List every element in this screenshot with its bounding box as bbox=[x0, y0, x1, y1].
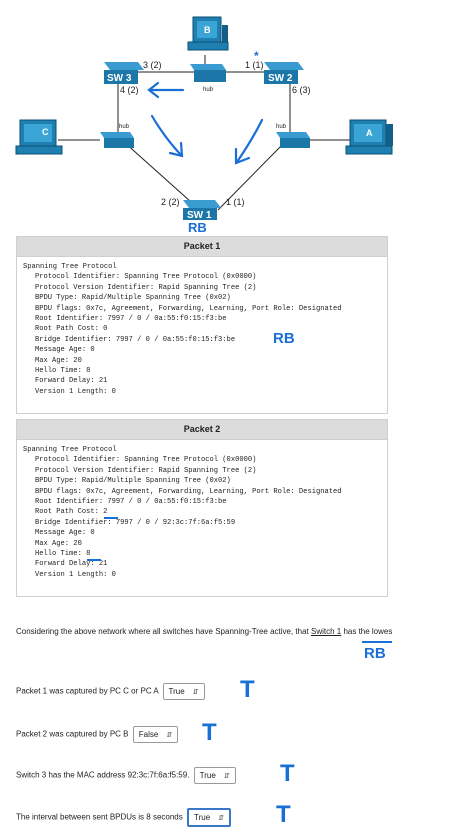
sw3-port-bottom: 4 (2) bbox=[120, 85, 139, 95]
packet-2-title: Packet 2 bbox=[17, 420, 387, 440]
answer-1-value: True bbox=[168, 687, 185, 696]
mark-4: T bbox=[276, 801, 291, 828]
hub-right-icon bbox=[276, 132, 310, 148]
p1-line: Root Identifier: 7997 / 0 / 0a:55:f0:15:… bbox=[35, 315, 227, 324]
p2-line: BPDU flags: 0x7c, Agreement, Forwarding,… bbox=[35, 487, 342, 496]
switch-3-icon: SW 3 bbox=[104, 62, 144, 84]
answer-3-value: True bbox=[199, 771, 216, 780]
p1-line: BPDU flags: 0x7c, Agreement, Forwarding,… bbox=[35, 304, 342, 313]
switch-1-label: SW 1 bbox=[187, 210, 212, 221]
pc-b-icon: B bbox=[187, 16, 229, 51]
question-item-2: Packet 2 was captured by PC B False ⇵ bbox=[16, 726, 179, 743]
p1-line: Forward Delay: 21 bbox=[35, 377, 108, 386]
intro-switch-1: Switch 1 bbox=[310, 627, 342, 636]
switch-2-label: SW 2 bbox=[268, 73, 293, 84]
p2-line: Version 1 Length: 0 bbox=[35, 570, 116, 579]
link-hubA-sw1 bbox=[217, 141, 286, 211]
underline-hello-time bbox=[87, 559, 101, 561]
answer-4-select[interactable]: True ⇵ bbox=[186, 808, 232, 827]
answer-1-select[interactable]: True ⇵ bbox=[162, 683, 205, 700]
pc-b-label: B bbox=[204, 25, 211, 35]
chevron-updown-icon: ⇵ bbox=[223, 773, 230, 780]
question-intro: Considering the above network where all … bbox=[16, 627, 458, 636]
rb-annotation-packet1: RB bbox=[273, 330, 295, 347]
pc-a-icon: A bbox=[345, 119, 393, 155]
p1-line: Hello Time: 8 bbox=[35, 367, 91, 376]
answer-4-value: True bbox=[193, 813, 211, 822]
question-item-3: Switch 3 has the MAC address 92:3c:7f:6a… bbox=[16, 767, 236, 784]
pc-c-label: C bbox=[42, 127, 49, 137]
rb-annotation-sw1: RB bbox=[188, 220, 207, 235]
question-item-4: The interval between sent BPDUs is 8 sec… bbox=[16, 808, 232, 827]
p1-line: Version 1 Length: 0 bbox=[35, 387, 116, 396]
answer-2-value: False bbox=[138, 730, 159, 739]
intro-text-end: has the lowes bbox=[341, 627, 393, 636]
switch-2-icon: SW 2 bbox=[264, 62, 304, 84]
p1-line: Message Age: 0 bbox=[35, 346, 95, 355]
link-hubC-sw1 bbox=[123, 141, 201, 211]
p1-line: Spanning Tree Protocol bbox=[23, 263, 117, 271]
sw1-port-left: 2 (2) bbox=[161, 197, 180, 207]
p1-line: BPDU Type: Rapid/Multiple Spanning Tree … bbox=[35, 294, 231, 303]
pc-a-label: A bbox=[366, 128, 373, 138]
hub-top-label: hub bbox=[203, 87, 214, 93]
intro-text: Considering the above network where all … bbox=[16, 627, 311, 636]
p2-line: Spanning Tree Protocol bbox=[23, 446, 117, 454]
rb-annotation-question: RB bbox=[364, 645, 386, 662]
mark-3: T bbox=[280, 760, 295, 787]
p2-line: Forward Delay: 21 bbox=[35, 560, 108, 569]
question-1-text: Packet 1 was captured by PC C or PC A bbox=[16, 686, 159, 696]
question-item-1: Packet 1 was captured by PC C or PC A Tr… bbox=[16, 683, 205, 700]
question-2-text: Packet 2 was captured by PC B bbox=[16, 729, 129, 739]
p1-line: Bridge Identifier: 7997 / 0 / 0a:55:f0:1… bbox=[35, 335, 236, 344]
answer-2-select[interactable]: False ⇵ bbox=[132, 726, 179, 743]
packet-1-title: Packet 1 bbox=[17, 237, 387, 257]
p1-line: Protocol Version Identifier: Rapid Spann… bbox=[35, 283, 257, 292]
hub-top-icon: hub bbox=[190, 64, 226, 93]
hub-right-label: hub bbox=[276, 124, 287, 130]
p2-line: Protocol Identifier: Spanning Tree Proto… bbox=[35, 456, 257, 465]
sw2-port-left: 1 (1) bbox=[245, 60, 264, 70]
p2-line: Bridge Identifier: 7997 / 0 / 92:3c:7f:6… bbox=[35, 518, 236, 527]
mark-1: T bbox=[240, 676, 255, 703]
hub-left-icon bbox=[100, 132, 134, 148]
mark-2: T bbox=[202, 719, 217, 746]
p1-line: Root Path Cost: 0 bbox=[35, 325, 108, 334]
arrow-left-annotation bbox=[147, 81, 185, 99]
star-annotation: * bbox=[254, 49, 259, 63]
answer-3-select[interactable]: True ⇵ bbox=[193, 767, 236, 784]
hub-left-label: hub bbox=[119, 124, 130, 130]
network-topology-diagram: B hub SW 3 3 (2) 4 (2) SW 2 1 (1) 6 (3) … bbox=[15, 16, 393, 235]
p2-line: Protocol Version Identifier: Rapid Spann… bbox=[35, 466, 257, 475]
p2-line: Root Path Cost: 2 bbox=[35, 508, 108, 517]
chevron-updown-icon: ⇵ bbox=[218, 815, 225, 822]
question-3-text: Switch 3 has the MAC address 92:3c:7f:6a… bbox=[16, 770, 190, 780]
arrow-down-right-annotation bbox=[150, 114, 184, 158]
question-4-text: The interval between sent BPDUs is 8 sec… bbox=[16, 812, 183, 822]
p1-line: Max Age: 20 bbox=[35, 356, 82, 365]
chevron-updown-icon: ⇵ bbox=[192, 689, 199, 696]
p2-line: Message Age: 0 bbox=[35, 529, 95, 538]
switch-1-icon: SW 1 bbox=[183, 200, 221, 221]
p2-line: Max Age: 20 bbox=[35, 539, 82, 548]
p2-line: BPDU Type: Rapid/Multiple Spanning Tree … bbox=[35, 477, 231, 486]
underline-switch1 bbox=[362, 641, 392, 643]
switch-3-label: SW 3 bbox=[107, 73, 132, 84]
sw3-port-top: 3 (2) bbox=[143, 60, 162, 70]
chevron-updown-icon: ⇵ bbox=[166, 732, 173, 739]
p2-line: Root Identifier: 7997 / 0 / 0a:55:f0:15:… bbox=[35, 498, 227, 507]
p1-line: Protocol Identifier: Spanning Tree Proto… bbox=[35, 273, 257, 282]
p2-line: Hello Time: 8 bbox=[35, 550, 91, 559]
sw1-port-right: 1 (1) bbox=[226, 197, 245, 207]
arrow-down-left-annotation bbox=[234, 118, 264, 165]
pc-c-icon: C bbox=[15, 119, 63, 155]
sw2-port-bottom: 6 (3) bbox=[292, 85, 311, 95]
underline-root-path-cost bbox=[104, 517, 118, 519]
